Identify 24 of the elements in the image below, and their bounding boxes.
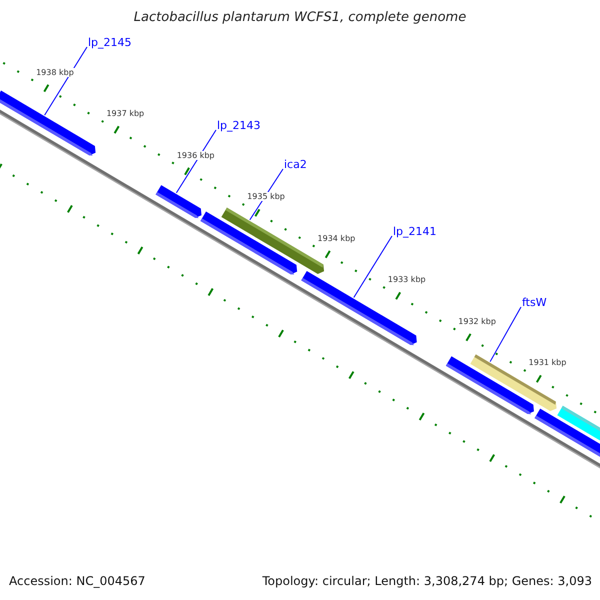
scale-label: 1936 kbp: [176, 150, 216, 160]
scale-label: 1934 kbp: [316, 234, 356, 243]
gene-feature: [534, 408, 600, 459]
footer-note: Topology: circular; Length: 3,308,274 bp; Genes: 3,093: [262, 574, 592, 588]
gene-feature: [200, 212, 298, 275]
leader-line: [353, 236, 392, 298]
gene-label: lp_2143: [217, 119, 261, 132]
gene-label: lp_2145: [88, 36, 132, 49]
leader-line: [44, 46, 88, 116]
footer-note: Accession: NC_004567: [9, 574, 146, 588]
gene-label: lp_2141: [393, 225, 437, 238]
title: Lactobacillus plantarum WCFS1, complete genome: [132, 10, 468, 25]
scale-label: 1938 kbp: [34, 68, 75, 77]
scale-label: 1933 kbp: [386, 275, 427, 284]
scale-label: 1935 kbp: [246, 192, 286, 202]
scale-label: 1937 kbp: [105, 109, 146, 118]
leader-line: [176, 130, 216, 194]
leader-line: [490, 306, 522, 362]
gene-label: ftsW: [522, 296, 547, 309]
gene-label: ica2: [284, 158, 307, 171]
scale-label: 1932 kbp: [457, 316, 498, 326]
gene-feature: [156, 185, 202, 218]
scale-label: 1931 kbp: [528, 358, 568, 368]
gene-feature: [0, 90, 96, 156]
